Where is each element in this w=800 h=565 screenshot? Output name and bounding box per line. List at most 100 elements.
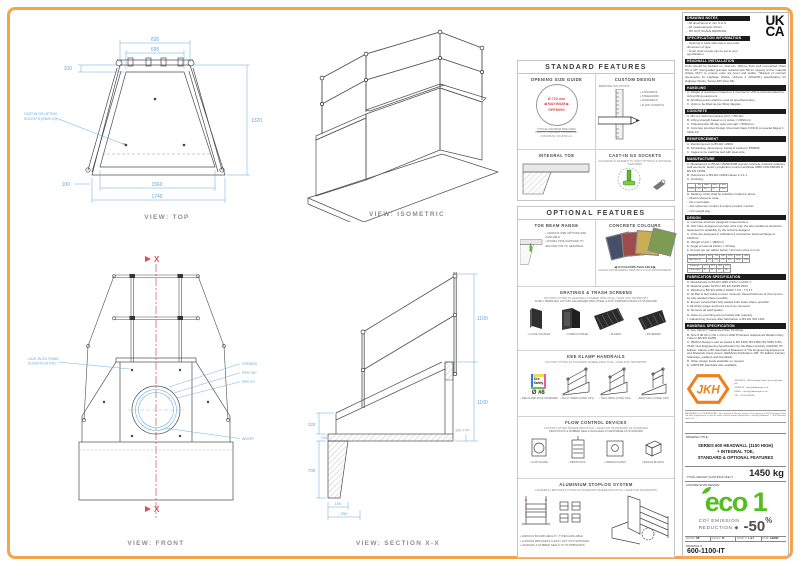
section-item: H. Holes by punching are permitted with … — [687, 312, 753, 317]
toe-beam-title: TOE BEAM RANGE — [534, 223, 579, 228]
top-view-drawing: 826 695 100 1320 1560 1749 100 CAST-IN G… — [24, 37, 262, 203]
co2-line-2: REDUCTION ◆ — [698, 525, 739, 531]
dim-250: 250 — [341, 511, 348, 516]
eco1-logo: eco 1 — [685, 487, 786, 516]
section-item: D. Other design loads available on reque… — [687, 359, 745, 364]
handrails-captions: KEE KLAMP #8 AS STANDARDFULLY SIDED (COD… — [520, 397, 672, 400]
section-item: C. Units to be lifted as per lifting dia… — [687, 102, 742, 107]
list-item: SLOPED — [596, 333, 634, 336]
section-item: D. All fillet & butt welds to have minim… — [687, 292, 783, 300]
gratings-section: GRATINGS & TRASH SCREENS FACTORY FITTED … — [518, 286, 674, 350]
list-item: FLAP VALVES — [520, 461, 558, 464]
handrails-title: KEE KLAMP HANDRAILS — [566, 354, 625, 359]
section-item: B. JKH have designed concrete units only… — [687, 224, 782, 232]
list-item: ORIFICE PLATES — [596, 461, 634, 464]
section-view-drawing: 1100 1100 100 TYP 320 100 700 100 250 — [308, 272, 488, 520]
jkh-block: JKH ADDRESS:JKH Drainage Units Ltd, Linc… — [686, 371, 785, 407]
pair-row: ADDRESS:JKH Drainage Units Ltd, Lincolns… — [734, 380, 784, 385]
kee-logo-text-1: Kee — [533, 377, 540, 382]
section-header: DRAWING NOTES — [685, 15, 750, 22]
penstock-image — [571, 435, 585, 459]
section-item: B. Scheduling, dimensions, bends & cutti… — [687, 145, 761, 150]
dim-826: 826 — [151, 37, 160, 43]
pipe-od-callout: PIPE OD* — [242, 371, 257, 375]
flow-control-images — [520, 435, 672, 460]
eco1-text: eco 1 — [704, 487, 768, 518]
section-item: B. All lifting points shall be used as s… — [687, 98, 756, 103]
section-item: - Opening in back wall cast to suit oute… — [687, 40, 740, 49]
title-block: DRAWING TITLE: SERIES 600 HEADWALL (1100… — [685, 433, 786, 556]
pipe-id-callout: PIPE ID* — [242, 380, 256, 384]
section-item: - All measurements ±3mm. — [687, 25, 723, 30]
weight-row: TOTAL WEIGHT (CASTINGS ONLY): 1450 kg — [685, 467, 786, 481]
list-item: FLOW CONTROL — [640, 103, 665, 107]
list-item: VARIOUS BOARD HEIGHT / TYPES AVAILABLE — [520, 534, 602, 538]
section-item: – Unit weight (kg). — [687, 208, 712, 213]
dim-1749: 1749 — [151, 194, 162, 200]
list-item: COMBI COUPLED — [558, 333, 596, 336]
view-front: X X — [28, 250, 313, 552]
size-8-icon: Ø #8 — [531, 390, 545, 397]
colour-swatches — [605, 227, 677, 264]
section-header: HANDRAIL SPECIFICATION — [685, 322, 786, 329]
concrete-colours-title: CONCRETE COLOURS — [609, 223, 661, 228]
dim-1320: 1320 — [251, 118, 262, 124]
handrail-fully-sided-image — [562, 367, 590, 396]
section-header: CONCRETE — [685, 108, 786, 115]
baffle-block-image — [645, 440, 662, 457]
opening-max-text: ◀ MAXIMUM ▶ — [543, 102, 570, 107]
ukca-line-1: UK — [765, 13, 785, 28]
list-item: CONCRETE: OD Ø450 mm — [540, 134, 573, 138]
list-item: PLASTIC TWINWALL: OD Ø600 mm — [535, 131, 578, 134]
flow-control-captions: FLAP VALVESPENSTOCKSORIFICE PLATESBAFFLE… — [520, 461, 672, 464]
opening-ring-diagram: Ø 720 mm ◀ MAXIMUM ▶ OPENING — [535, 84, 578, 126]
section-item: F. Groups (as per tables below * all cov… — [687, 248, 761, 253]
integral-toe-cell: INTEGRAL TOE — [518, 150, 596, 200]
opening-size-guide-cell: OPENING SIZE GUIDE Ø 720 mm ◀ MAXIMUM ▶ … — [518, 74, 596, 150]
jkh-logo-text: JKH — [697, 385, 721, 397]
lifting-sockets-callout-2: SOCKETS (RD20 x3) — [24, 117, 57, 121]
custom-design-cell: CUSTOM DESIGN BESPOKE SOLUTIONS: ... — [596, 74, 674, 150]
section-item: B. Size 8 48.3mm OD x 4.0mm Wall Thickne… — [687, 332, 784, 341]
dim-700: 700 — [308, 468, 316, 473]
opening-callout: OPENING — [242, 362, 258, 366]
pair-row: EMAIL:sales@jkhdrainage.co.uk — [734, 390, 768, 393]
socket-diagram — [617, 167, 666, 191]
sidebar: UK CA DRAWING NOTES- All dimensions in m… — [682, 12, 789, 558]
ukca-line-2: CA — [765, 23, 785, 39]
opening-label-text: OPENING — [548, 107, 565, 112]
list-item: PENSTOCKS — [558, 461, 596, 464]
section-item: – Mould reference code. — [687, 196, 720, 201]
dim-100-typ: 100 TYP — [455, 429, 470, 433]
drawing-title-label: DRAWING TITLE: — [686, 435, 709, 440]
list-item: STEELWORK — [640, 94, 664, 98]
stoplog-iso-diagram — [611, 495, 669, 545]
drawing-title-line-1: SERIES 600 HEADWALL (1100 HIGH) — [698, 442, 773, 448]
co2-line-1: CO² EMISSION — [698, 519, 740, 525]
eco-leaf-icon — [702, 487, 711, 495]
grating-combi-coupled-image — [562, 307, 580, 330]
section-header: DESIGN — [685, 214, 786, 221]
colours-note-2: RANGE FOR BLENDING ITEM WITH LOCAL ENVIR… — [598, 269, 672, 272]
section-item: D. Weight of soil = 18kN/m³. — [687, 239, 725, 244]
section-item: – De-mould date. — [687, 200, 711, 205]
stoplog-title: ALUMINIUM STOPLOG SYSTEM — [559, 482, 633, 487]
handrail-half-wing-image — [600, 367, 628, 396]
gratings-images — [520, 306, 672, 332]
co2-percent-sign: % — [765, 516, 773, 526]
dim-100-toe: 100 — [335, 501, 342, 506]
lifting-sockets-callout: CAST-IN GS LIFTING — [24, 112, 58, 116]
section-marker-bottom: X — [154, 505, 160, 514]
section-item: B. Material grade S275 to BS EN 10025:20… — [687, 283, 749, 288]
custom-design-items: CONCRETESTEELWORKHANDRAILSFLOW CONTROL — [640, 90, 665, 141]
flow-control-section: FLOW CONTROL DEVICES FACTORY FITTED (WHE… — [518, 416, 674, 478]
list-item: KEE KLAMP #8 AS STANDARD — [520, 397, 558, 400]
section-item: E. Angle of internal friction = 30 Deg. — [687, 244, 736, 249]
opening-size-guide-title: OPENING SIZE GUIDE — [530, 77, 583, 82]
